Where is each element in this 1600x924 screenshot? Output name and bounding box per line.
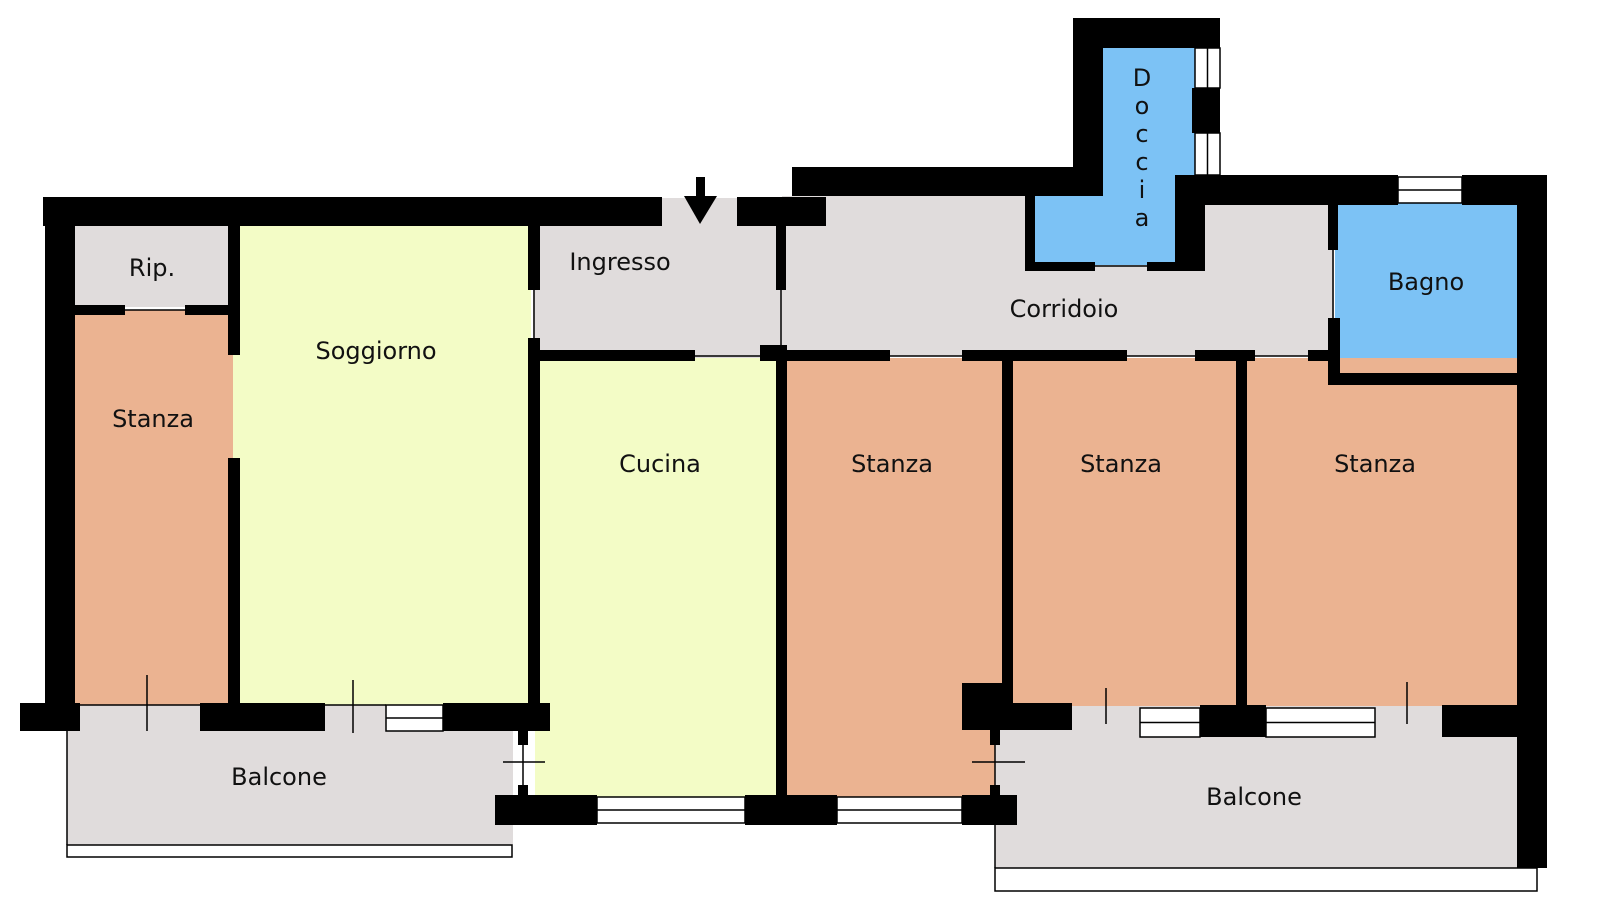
wall-segment <box>776 226 786 290</box>
wall-segment <box>737 197 826 226</box>
wall-segment <box>745 795 837 825</box>
label-corridoio: Corridoio <box>1010 295 1119 323</box>
room-stanza-left <box>75 310 233 705</box>
label-rip: Rip. <box>129 254 175 282</box>
room-stanza-2 <box>785 358 1003 798</box>
wall-segment <box>962 683 1005 730</box>
wall-segment <box>43 197 662 226</box>
wall-segment <box>75 305 125 315</box>
wall-segment <box>962 795 1017 825</box>
label-doccia-letter: D <box>1133 64 1151 92</box>
wall-segment <box>1335 373 1517 385</box>
wall-segment <box>1175 175 1398 205</box>
label-doccia-letter: a <box>1135 204 1150 232</box>
wall-segment <box>1002 355 1013 705</box>
wall-segment <box>1328 318 1340 385</box>
label-doccia-letter: c <box>1135 120 1148 148</box>
label-cucina: Cucina <box>619 450 701 478</box>
wall-segment <box>45 197 75 705</box>
door-lines <box>66 250 1408 868</box>
label-balcone-right: Balcone <box>1206 783 1302 811</box>
label-stanza-4: Stanza <box>1334 450 1416 478</box>
label-doccia-letter: o <box>1135 92 1150 120</box>
windows <box>66 47 1538 892</box>
wall-segment <box>1442 705 1517 737</box>
wall-segment <box>518 785 528 797</box>
label-bagno: Bagno <box>1388 268 1464 296</box>
wall-segment <box>1517 175 1547 868</box>
room-doccia-lower <box>1033 195 1181 265</box>
wall-segment <box>962 350 1127 361</box>
label-stanza-2: Stanza <box>851 450 933 478</box>
wall-segment <box>787 350 890 361</box>
label-stanza-3: Stanza <box>1080 450 1162 478</box>
wall-segment <box>495 795 597 825</box>
wall-segment <box>1005 703 1072 730</box>
wall-segment <box>1195 350 1255 361</box>
wall-segment <box>228 458 240 703</box>
label-doccia-letter: c <box>1135 148 1148 176</box>
balcony-railing <box>994 867 1538 892</box>
wall-segment <box>20 703 80 731</box>
label-doccia-letter: i <box>1139 176 1146 204</box>
wall-segment <box>1200 705 1266 737</box>
balcony-railing <box>66 844 513 858</box>
wall-segment <box>990 785 1000 797</box>
room-bagno <box>1335 203 1519 375</box>
label-stanza-left: Stanza <box>112 405 194 433</box>
wall-segment <box>200 703 325 731</box>
wall-segment <box>1025 195 1035 270</box>
room-cucina <box>535 358 779 798</box>
wall-segment <box>228 226 240 355</box>
walls <box>20 18 1547 868</box>
wall-segment <box>185 305 233 315</box>
wall-segment <box>518 731 528 745</box>
wall-segment <box>1308 350 1340 361</box>
label-balcone-left: Balcone <box>231 763 327 791</box>
room-labels: Rip. Stanza Soggiorno Ingresso Cucina Co… <box>112 64 1464 811</box>
wall-segment <box>1025 262 1095 271</box>
wall-segment <box>443 703 550 731</box>
wall-segment <box>776 345 787 795</box>
wall-segment <box>1192 88 1220 133</box>
wall-segment <box>535 350 695 361</box>
wall-segment <box>1328 205 1338 250</box>
room-rip <box>75 225 233 307</box>
room-soggiorno <box>233 225 531 705</box>
room-stanza-4 <box>1244 358 1519 708</box>
wall-segment <box>528 226 540 290</box>
label-soggiorno: Soggiorno <box>315 337 436 365</box>
wall-segment <box>1236 355 1247 710</box>
wall-segment <box>1073 18 1103 196</box>
entrance-arrow-icon <box>684 177 717 224</box>
wall-segment <box>990 730 1000 745</box>
wall-segment <box>528 338 540 705</box>
room-stanza-3 <box>1010 358 1240 708</box>
wall-segment <box>792 167 1103 196</box>
label-ingresso: Ingresso <box>569 248 670 276</box>
